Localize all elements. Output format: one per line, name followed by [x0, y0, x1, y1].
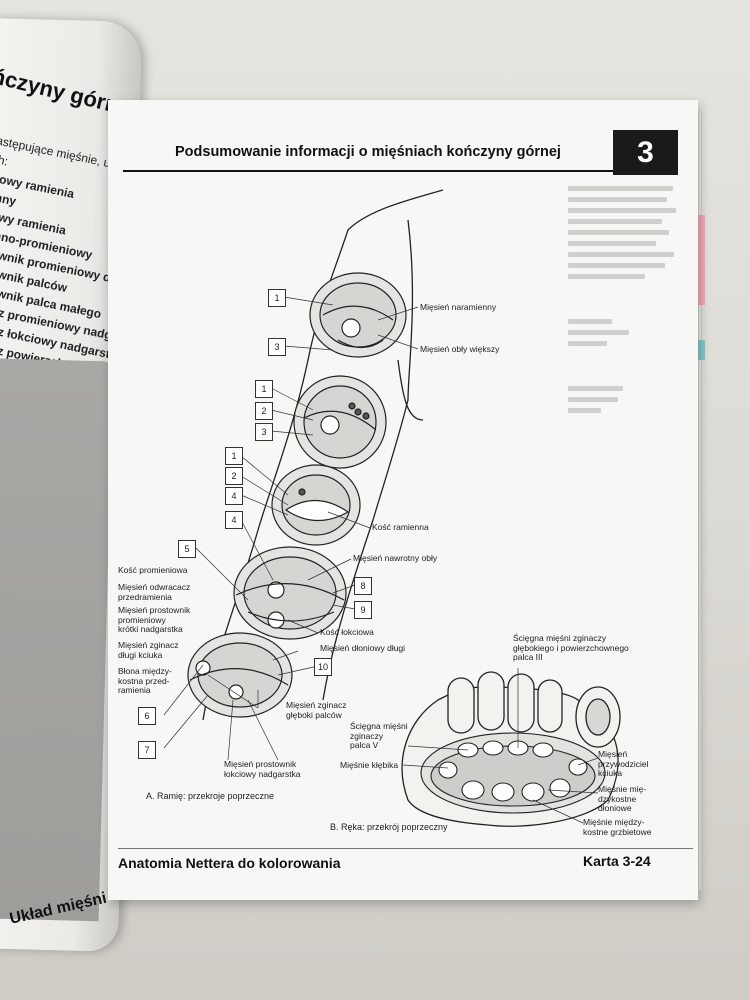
label-line: głębokiego i powierzchownego [513, 642, 629, 653]
arm-illustration [163, 189, 444, 761]
number-box: 7 [138, 741, 156, 759]
label-prostownik-krotki: Mięsień prostownik promieniowy krótki na… [118, 605, 191, 635]
left-page-list: następujące mięśnie, używ ich: głowy ram… [0, 132, 142, 386]
number-box: 8 [354, 577, 372, 595]
label-obly-wiekszy: Mięsień obły większy [420, 344, 500, 354]
label-line: Mięsień zginacz [286, 700, 347, 710]
label-kosc-ramienna: Kość ramienna [372, 522, 429, 532]
number-box: 2 [255, 402, 273, 420]
footer-card-number: Karta 3-24 [583, 853, 651, 869]
footer-rule [118, 848, 693, 849]
number-box: 4 [225, 487, 243, 505]
label-line: dłoniowe [598, 803, 632, 814]
pink-tab [697, 215, 705, 305]
faded-side-text [568, 180, 678, 610]
label-line: przywodziciel [598, 758, 649, 769]
label-grzbietowe: Mięśnie między- kostne grzbietowe [583, 817, 652, 837]
label-line: Mięsień [598, 749, 628, 759]
hand-illustration [401, 668, 621, 827]
label-line: ramienia [118, 685, 151, 696]
label-naramienny: Mięsień naramienny [420, 302, 497, 312]
label-line: kostne grzbietowe [583, 826, 652, 837]
label-line: promieniowy [118, 614, 166, 625]
label-dloniowe: Mięśnie mię- dzykostne dłoniowe [598, 784, 647, 814]
label-line: palca III [513, 652, 543, 663]
label-line: Mięśnie mię- [598, 784, 647, 794]
number-box: 9 [354, 601, 372, 619]
label-line: Mięsień prostownik [224, 759, 297, 769]
label-line: łokciowy nadgarstka [224, 768, 301, 779]
label-line: palca V [350, 740, 379, 751]
label-line: Mięsień zginacz [118, 640, 179, 650]
number-box: 6 [138, 707, 156, 725]
number-box: 1 [268, 289, 286, 307]
label-line: długi kciuka [118, 649, 163, 660]
label-line: dzykostne [598, 793, 637, 804]
label-zginacz-gleboki: Mięsień zginacz głęboki palców [286, 700, 347, 720]
label-dloniowy-dlugi: Mięsień dłoniowy długi [320, 643, 406, 653]
header-rule [123, 170, 613, 172]
label-line: kostna przed- [118, 675, 170, 686]
label-sciegna-v: Ścięgna mięśni zginaczy palca V [350, 721, 408, 751]
label-nawrotny-obly: Mięsień nawrotny obły [353, 553, 438, 563]
label-line: kciuka [598, 768, 623, 779]
label-line: Mięsień odwracacz [118, 582, 191, 592]
label-line: Mięśnie między- [583, 817, 645, 827]
label-kosc-lokciowa: Kość łokciowa [320, 627, 374, 637]
label-line: zginaczy [350, 730, 384, 741]
book-page: Podsumowanie informacji o mięśniach końc… [108, 100, 698, 900]
label-line: przedramienia [118, 591, 172, 602]
label-line: Ścięgna mięśni zginaczy [513, 633, 607, 643]
number-box: 1 [255, 380, 273, 398]
chapter-number: 3 [613, 130, 678, 175]
label-line: głęboki palców [286, 709, 342, 720]
number-box: 4 [225, 511, 243, 529]
label-przywodziciel: Mięsień przywodziciel kciuka [598, 749, 649, 779]
left-page-gray-panel [0, 358, 114, 922]
number-box: 3 [268, 338, 286, 356]
label-zginacz-dlugi: Mięsień zginacz długi kciuka [118, 640, 179, 660]
label-prostownik-lokciowy: Mięsień prostownik łokciowy nadgarstka [224, 759, 301, 779]
label-line: krótki nadgarstka [118, 624, 183, 635]
label-odwracacz: Mięsień odwracacz przedramienia [118, 582, 191, 602]
label-kosc-promieniowa: Kość promieniowa [118, 565, 188, 575]
footer-book-title: Anatomia Nettera do kolorowania [118, 855, 341, 871]
label-line: Mięsień prostownik [118, 605, 191, 615]
label-line: Ścięgna mięśni [350, 721, 408, 731]
number-box: 10 [314, 658, 332, 676]
label-blona: Błona między- kostna przed- ramienia [118, 666, 172, 696]
number-box: 2 [225, 467, 243, 485]
number-box: 5 [178, 540, 196, 558]
teal-tab [697, 340, 705, 360]
number-box: 1 [225, 447, 243, 465]
label-sciegna: Ścięgna mięśni zginaczy głębokiego i pow… [513, 633, 629, 663]
figure-a-caption: A. Ramię: przekroje poprzeczne [146, 791, 275, 801]
number-box: 3 [255, 423, 273, 441]
label-klebika: Mięśnie kłębika [340, 760, 399, 770]
figure-b-caption: B. Ręka: przekrój poprzeczny [330, 822, 448, 832]
page-title: Podsumowanie informacji o mięśniach końc… [175, 144, 561, 160]
label-line: Błona między- [118, 666, 172, 676]
